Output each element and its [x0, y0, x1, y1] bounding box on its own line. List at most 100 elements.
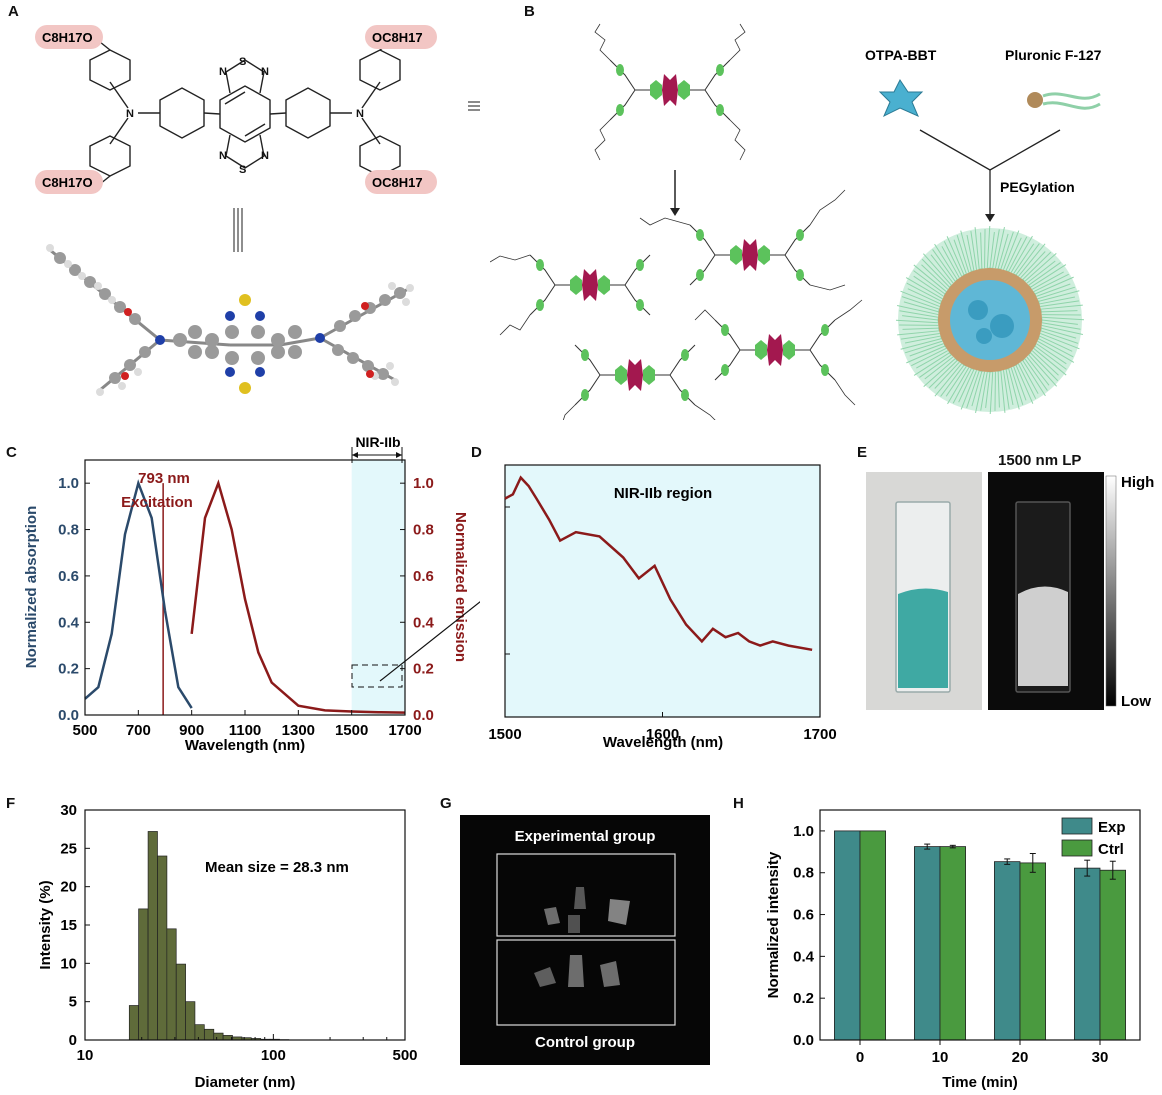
peg-chain — [919, 354, 952, 378]
emission-zoom-line — [504, 475, 813, 652]
bar-ctrl — [1019, 862, 1047, 1041]
peg-chain — [958, 369, 975, 403]
peg-chain — [1041, 316, 1085, 321]
svg-text:S: S — [239, 56, 246, 68]
peg-chain — [1028, 354, 1057, 387]
peg-chain — [1008, 368, 1020, 410]
peg-chain — [923, 358, 956, 387]
bar-exp — [1073, 867, 1101, 1041]
panel-letter-f: F — [6, 795, 16, 812]
y-tick-label: 0.8 — [58, 522, 79, 539]
peg-chain — [1041, 327, 1077, 339]
svg-text:N: N — [126, 108, 134, 120]
y-tick-label: 0.6 — [793, 907, 814, 924]
y-tick-label: 30 — [60, 802, 77, 819]
peg-chain — [1005, 369, 1014, 406]
peg-chain — [953, 239, 967, 274]
control-tubes — [534, 955, 620, 987]
peg-chain — [1040, 304, 1083, 310]
y-tick-label: 15 — [60, 917, 77, 934]
monomer-network — [490, 189, 863, 420]
peg-chain — [1024, 358, 1048, 391]
peg-chain — [905, 277, 943, 300]
substituent-label: OC8H17 — [372, 30, 423, 45]
histogram-bar — [157, 855, 168, 1041]
x-tick-label: 20 — [1012, 1049, 1029, 1066]
control-group-box — [496, 939, 676, 1026]
bar-exp — [993, 861, 1021, 1041]
x-tick-label: 1100 — [229, 722, 262, 739]
peg-chain — [960, 230, 972, 272]
mean-size-annotation: Mean size = 28.3 nm — [205, 859, 349, 876]
peg-chain — [980, 371, 988, 411]
peg-chain — [1038, 338, 1074, 358]
y2-tick-label: 0.6 — [413, 568, 434, 585]
x-tick-label: 900 — [179, 722, 204, 739]
peg-chain — [923, 253, 952, 286]
merge-lines — [919, 129, 1061, 171]
x-tick-label: 10 — [77, 1047, 94, 1064]
histogram-bar — [138, 908, 149, 1041]
micelle-nanoparticle — [895, 225, 1085, 415]
histogram-bar — [185, 1001, 196, 1041]
peg-chain — [913, 270, 946, 295]
panel-letter-b: B — [524, 3, 535, 20]
histogram-bar — [194, 1024, 205, 1041]
peg-chain — [997, 371, 1000, 408]
reagent-pluronic: Pluronic F-127 — [1005, 47, 1102, 63]
svg-text:N: N — [219, 150, 227, 162]
peg-chain — [1024, 253, 1057, 282]
peg-chain — [997, 233, 1009, 269]
y-tick-label: 1.0 — [793, 823, 814, 840]
peg-chain — [934, 243, 958, 280]
bar-ctrl — [1099, 869, 1127, 1041]
peg-chain — [897, 305, 939, 316]
peg-chain — [994, 227, 1005, 269]
y-tick-label: 0.0 — [793, 1032, 814, 1049]
substituent-label: C8H17O — [42, 30, 93, 45]
peg-chain — [897, 330, 940, 336]
y-tick-label: 0.2 — [58, 661, 79, 678]
peg-chain — [1041, 310, 1078, 313]
bar-ctrl — [859, 830, 887, 1041]
peg-chain — [1038, 290, 1080, 302]
polymer-chain-icon — [1042, 92, 1101, 100]
peg-chain — [1000, 231, 1014, 270]
equivalence-sign — [233, 208, 243, 252]
svg-text:N: N — [261, 66, 269, 78]
chart-h-frame — [819, 809, 1141, 1041]
panel-letter-a: A — [8, 3, 19, 20]
experimental-tubes — [544, 887, 630, 933]
peg-chain — [1022, 360, 1046, 397]
x-tick-label: 1500 — [335, 722, 368, 739]
atom-labels: N N S S N N N N — [126, 56, 364, 176]
polymer-bead-icon — [1027, 92, 1043, 108]
substituent-label: OC8H17 — [372, 175, 423, 190]
peg-chain — [945, 366, 967, 397]
peg-chain — [902, 327, 939, 330]
band-arrow-right — [396, 452, 402, 458]
panel-letter-e: E — [857, 444, 868, 461]
peg-chain — [1034, 345, 1067, 370]
substituent-highlight — [35, 25, 103, 49]
y-tick-label: 0.4 — [58, 614, 80, 631]
experimental-group-box — [496, 853, 676, 937]
substituent-label: C8H17O — [42, 175, 93, 190]
y-tick-label: 0.0 — [58, 707, 79, 724]
peg-chain — [900, 338, 942, 350]
histogram-bar — [213, 1032, 224, 1041]
peg-chain — [934, 361, 960, 389]
peg-chain — [904, 335, 941, 344]
peg-chain — [1022, 251, 1052, 280]
peg-chain — [934, 363, 963, 397]
x-tick-label: 500 — [72, 722, 97, 739]
x-tick-label: 1500 — [488, 726, 521, 743]
peg-chain — [971, 371, 983, 407]
legend-label-exp: Exp — [1098, 819, 1126, 836]
peg-chain — [1040, 332, 1080, 350]
peg-chain — [1031, 271, 1064, 290]
nir-emission-glow — [1018, 586, 1068, 686]
peg-chain — [989, 232, 995, 269]
